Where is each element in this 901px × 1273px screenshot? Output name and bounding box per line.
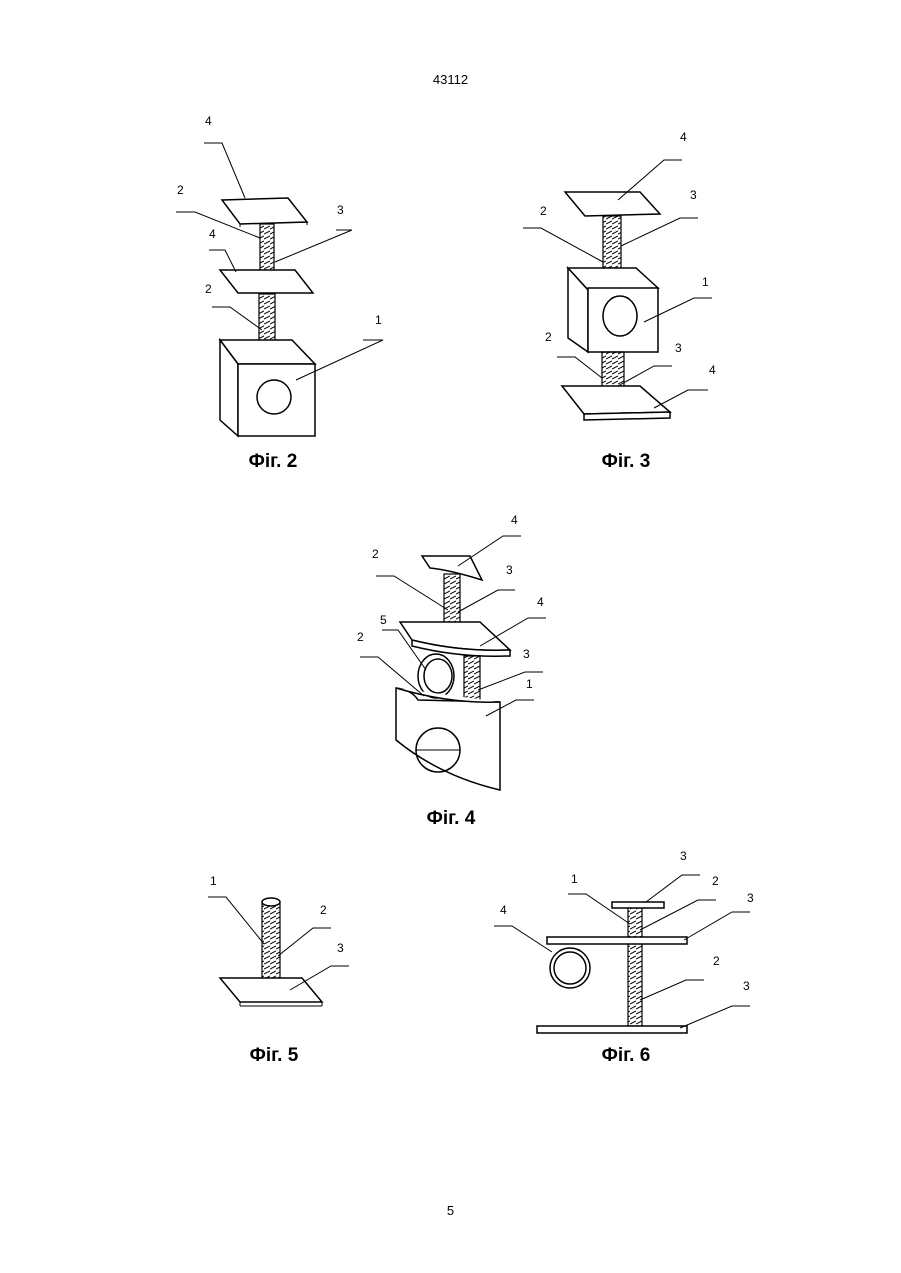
figure-2-caption: Фіг. 2 xyxy=(203,451,343,473)
fig2-label: 4 xyxy=(209,227,216,241)
fig4-label: 1 xyxy=(526,677,533,691)
figure-3-drawing xyxy=(523,160,712,420)
fig3-label: 1 xyxy=(702,275,709,289)
figure-5-caption: Фіг. 5 xyxy=(204,1045,344,1067)
fig6-label: 3 xyxy=(747,891,754,905)
figure-6-caption: Фіг. 6 xyxy=(556,1045,696,1067)
fig6-label: 1 xyxy=(571,872,578,886)
fig3-label: 3 xyxy=(675,341,682,355)
fig4-label: 4 xyxy=(537,595,544,609)
fig4-label: 3 xyxy=(523,647,530,661)
figure-4-drawing xyxy=(360,536,546,790)
fig2-label: 4 xyxy=(205,114,212,128)
fig3-label: 2 xyxy=(545,330,552,344)
fig5-label: 3 xyxy=(337,941,344,955)
fig3-label: 4 xyxy=(680,130,687,144)
fig2-label: 3 xyxy=(337,203,344,217)
figure-4-caption: Фіг. 4 xyxy=(381,808,521,830)
figure-3-caption: Фіг. 3 xyxy=(556,451,696,473)
fig5-label: 1 xyxy=(210,874,217,888)
fig2-label: 2 xyxy=(205,282,212,296)
fig6-label: 3 xyxy=(743,979,750,993)
fig4-label: 4 xyxy=(511,513,518,527)
fig3-label: 2 xyxy=(540,204,547,218)
page-number: 5 xyxy=(0,1203,901,1218)
fig4-label: 3 xyxy=(506,563,513,577)
fig6-label: 4 xyxy=(500,903,507,917)
fig2-label: 2 xyxy=(177,183,184,197)
figure-6-drawing xyxy=(494,875,750,1033)
fig4-label: 2 xyxy=(372,547,379,561)
fig4-label: 5 xyxy=(380,613,387,627)
fig2-label: 1 xyxy=(375,313,382,327)
fig6-label: 2 xyxy=(713,954,720,968)
fig4-label: 2 xyxy=(357,630,364,644)
fig5-label: 2 xyxy=(320,903,327,917)
figure-5-drawing xyxy=(208,897,349,1006)
fig6-label: 2 xyxy=(712,874,719,888)
fig3-label: 4 xyxy=(709,363,716,377)
fig3-label: 3 xyxy=(690,188,697,202)
fig6-label: 3 xyxy=(680,849,687,863)
